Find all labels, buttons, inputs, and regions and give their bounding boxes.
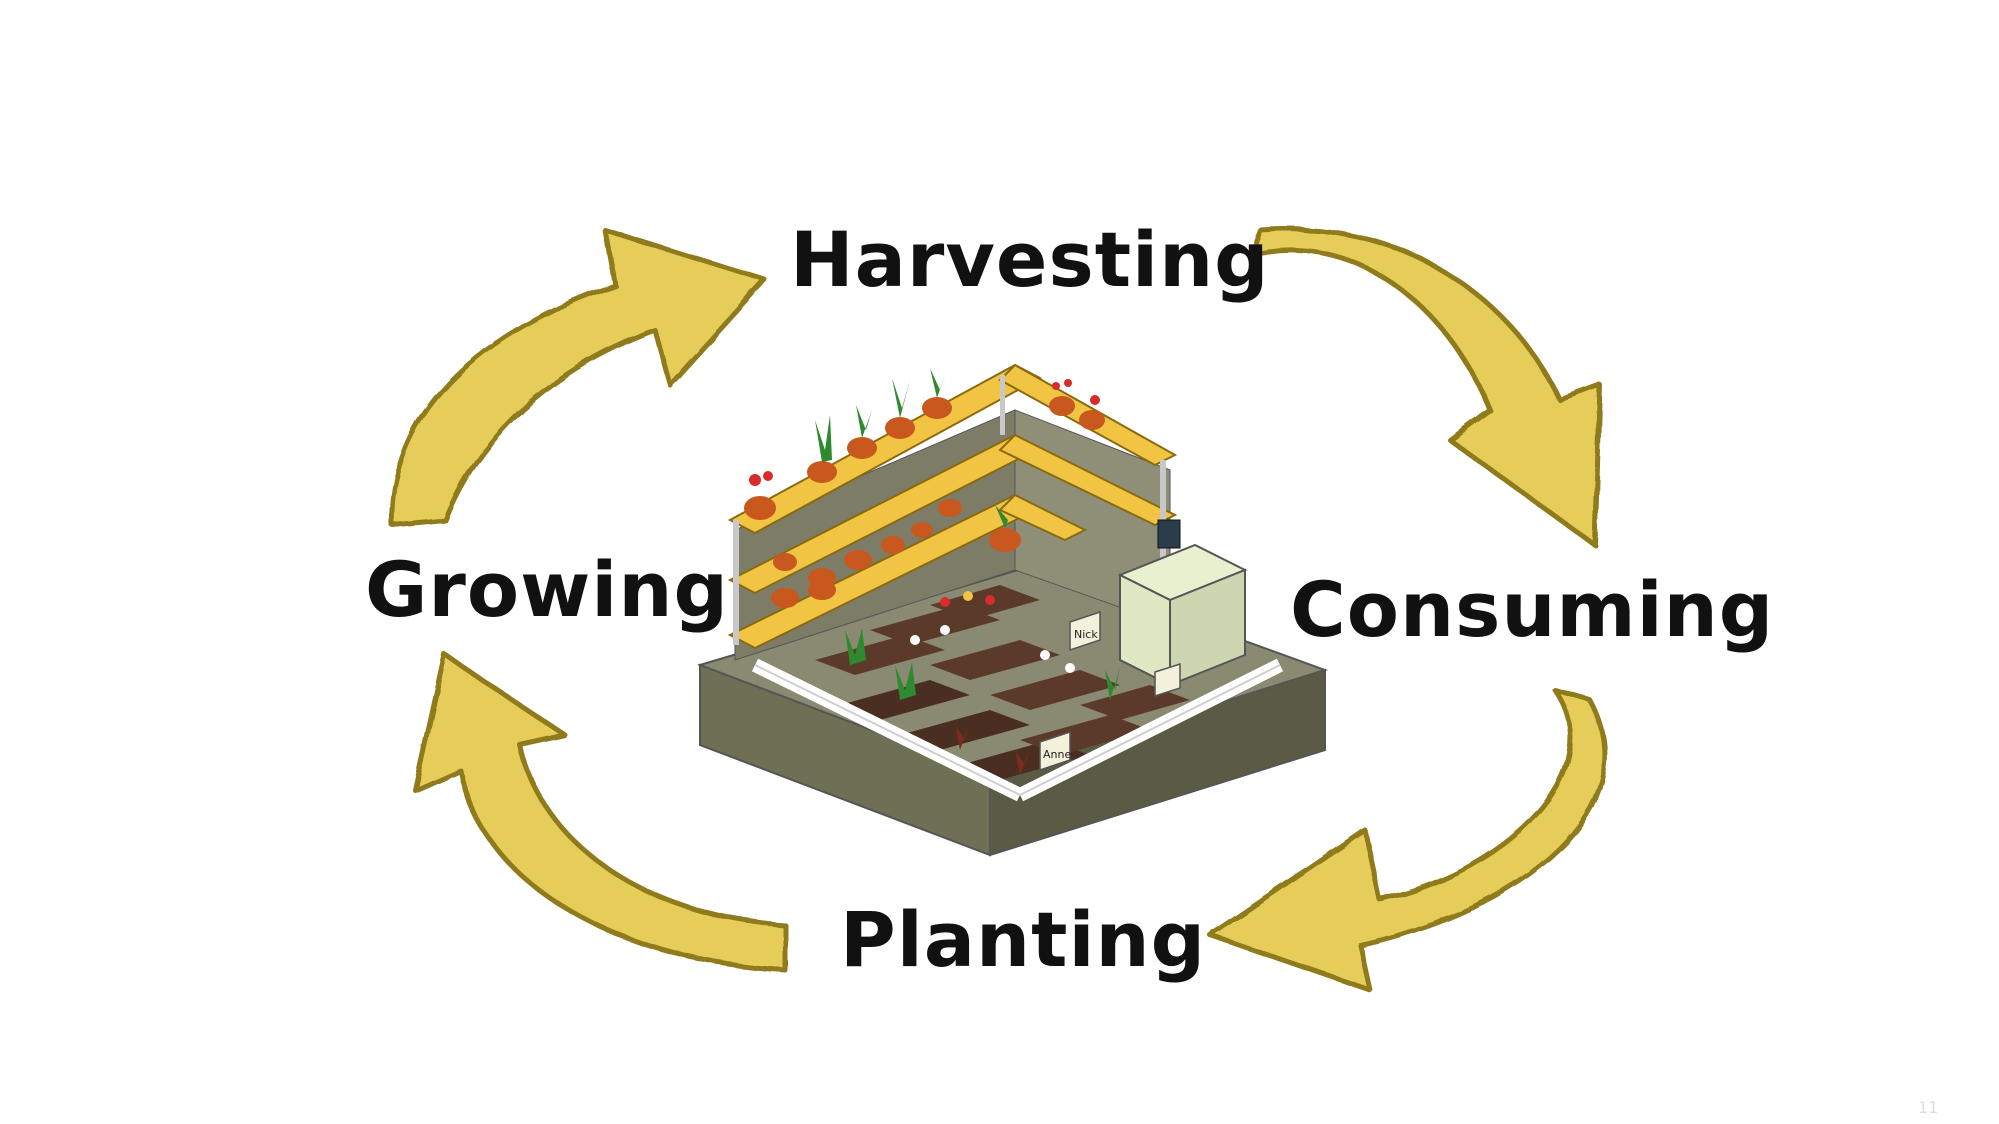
stage-label-growing: Growing: [365, 545, 729, 634]
sign-nick: Nick: [1069, 610, 1101, 652]
garden-illustration: Nick Anne: [696, 363, 1329, 857]
stage-label-harvesting: Harvesting: [790, 215, 1270, 304]
stage-label-consuming: Consuming: [1290, 565, 1775, 654]
sign-nick-label: Nick: [1074, 628, 1098, 641]
sign-anne-label: Anne: [1043, 748, 1071, 761]
arrow-consuming-to-planting: [1207, 687, 1608, 993]
arrow-harvesting-to-consuming: [1247, 226, 1603, 548]
picket-fence: [751, 658, 1284, 802]
arrow-planting-to-growing: [412, 652, 788, 973]
arrow-growing-to-harvesting: [389, 227, 768, 528]
sign-small: [1154, 662, 1181, 698]
sign-anne: Anne: [1039, 730, 1071, 772]
stage-label-planting: Planting: [840, 895, 1207, 984]
slide-number: 11: [1918, 1098, 1939, 1117]
shelf-unit: [727, 363, 1178, 650]
potted-plants: [744, 368, 1105, 608]
